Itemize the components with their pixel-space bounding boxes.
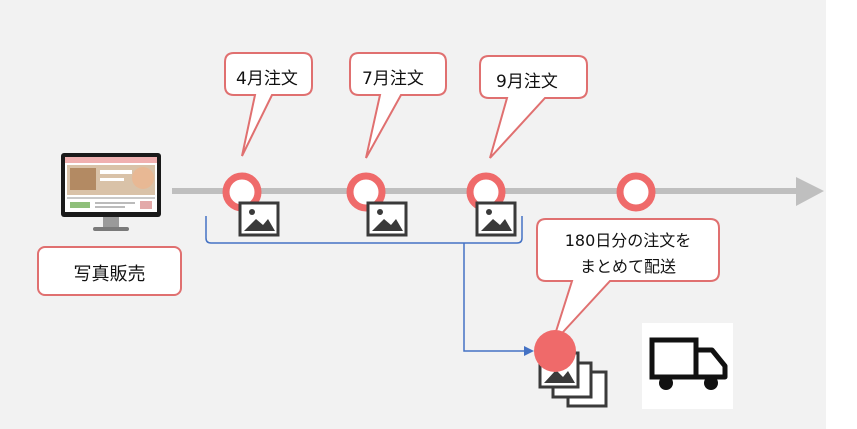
photo-sales-label: 写真販売 xyxy=(73,264,146,285)
callout-label-jul: 7月注文 xyxy=(362,69,424,89)
callout-label-sep: 9月注文 xyxy=(496,72,558,92)
grouping-bracket xyxy=(205,216,523,244)
callout-order-sep xyxy=(479,55,588,159)
timeline-node-future xyxy=(616,172,656,212)
image-icon xyxy=(366,201,408,237)
callout-label-apr: 4月注文 xyxy=(236,69,298,89)
callout-order-jul xyxy=(349,52,447,159)
combined-order-node xyxy=(534,330,576,372)
timeline-node-jul xyxy=(346,172,386,212)
image-icon xyxy=(475,201,517,237)
timeline-arrowhead xyxy=(796,177,824,206)
delivery-truck-icon xyxy=(642,323,733,409)
computer-monitor-icon xyxy=(61,153,161,231)
callout-order-apr xyxy=(224,52,313,157)
callout-combined-delivery xyxy=(536,218,720,345)
callout-label-combined-line1: 180日分の注文を xyxy=(564,231,692,250)
photo-sales-box xyxy=(37,246,182,296)
connector-arrowhead xyxy=(524,346,534,356)
callout-label-combined-line2: まとめて配送 xyxy=(579,257,676,276)
connector-line xyxy=(463,243,526,352)
image-icon xyxy=(238,201,280,237)
